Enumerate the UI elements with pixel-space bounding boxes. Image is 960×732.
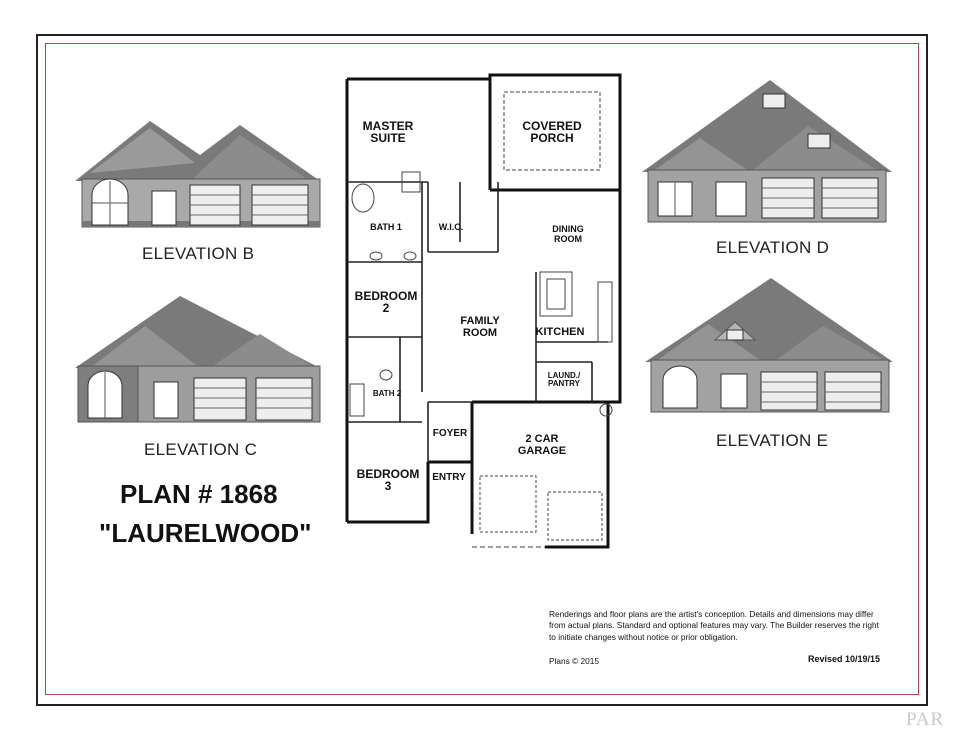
house-icon <box>75 121 321 228</box>
room-kitchen: KITCHEN <box>536 326 585 338</box>
room-bedroom3-line2: 3 <box>385 479 392 493</box>
interior-walls <box>347 181 608 462</box>
elevation-b-rendering <box>75 121 321 228</box>
room-wic: W.I.C. <box>439 222 464 232</box>
room-covered-porch-line2: PORCH <box>530 131 573 145</box>
floor-plan: MASTER SUITE COVERED PORCH BATH 1 W.I.C.… <box>345 73 622 549</box>
plan-name: "LAURELWOOD" <box>99 518 312 548</box>
plan-number: PLAN # 1868 <box>120 479 278 509</box>
house-icon <box>645 278 893 413</box>
room-master-suite-line1: MASTER <box>363 119 414 133</box>
house-icon <box>642 80 892 223</box>
elevation-d-rendering <box>642 80 892 223</box>
room-dining-line2: ROOM <box>554 234 582 244</box>
room-bedroom2-line2: 2 <box>383 301 390 315</box>
elevation-b-label: ELEVATION B <box>142 244 255 263</box>
room-family-line1: FAMILY <box>460 315 500 327</box>
room-garage-line1: 2 CAR <box>525 433 558 445</box>
room-labels: MASTER SUITE COVERED PORCH BATH 1 W.I.C.… <box>355 119 585 493</box>
exterior-walls <box>345 73 622 549</box>
elevation-e-label: ELEVATION E <box>716 431 829 450</box>
fixtures <box>349 91 613 548</box>
house-icon <box>75 296 321 423</box>
room-laundry-line2: PANTRY <box>548 379 581 388</box>
room-covered-porch-line1: COVERED <box>522 119 582 133</box>
room-bath2: BATH 2 <box>373 389 402 398</box>
outer-border <box>36 34 928 706</box>
disclaimer-text: Renderings and floor plans are the artis… <box>549 609 879 642</box>
elevation-d-label: ELEVATION D <box>716 238 830 257</box>
elevation-c-label: ELEVATION C <box>144 440 258 459</box>
elevation-c-rendering <box>75 296 321 423</box>
room-laundry-line1: LAUND./ <box>548 371 581 380</box>
room-garage-line2: GARAGE <box>518 445 566 457</box>
room-bedroom2-line1: BEDROOM <box>355 289 418 303</box>
room-bath1: BATH 1 <box>370 222 402 232</box>
copyright-text: Plans © 2015 <box>549 656 599 666</box>
room-dining-line1: DINING <box>552 224 584 234</box>
elevation-e-rendering <box>645 278 893 413</box>
room-foyer: FOYER <box>433 428 468 439</box>
room-entry: ENTRY <box>432 472 466 483</box>
revised-date: Revised 10/19/15 <box>808 654 881 664</box>
room-family-line2: ROOM <box>463 327 497 339</box>
inner-border <box>45 43 919 695</box>
par-watermark: PAR <box>906 709 945 730</box>
room-bedroom3-line1: BEDROOM <box>357 467 420 481</box>
room-master-suite-line2: SUITE <box>370 131 405 145</box>
